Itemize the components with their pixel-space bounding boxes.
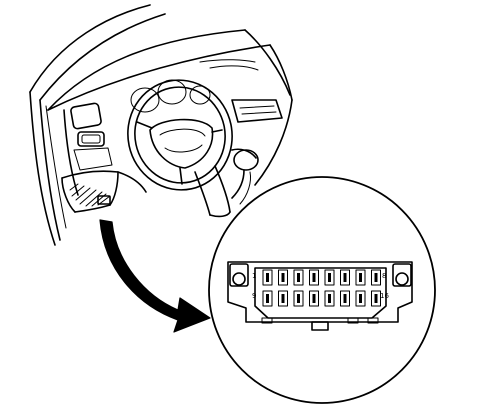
pin-4 (309, 269, 319, 286)
pin-contact-14 (343, 294, 347, 303)
pin-label-1: 1 (252, 272, 256, 280)
pointer-arrow (99, 219, 211, 333)
dashboard-illustration (29, 4, 293, 246)
pin-14 (340, 290, 350, 307)
pin-contact-13 (328, 294, 331, 303)
pin-9 (262, 290, 273, 307)
pin-contact-8 (374, 273, 378, 282)
pin-contact-9 (266, 294, 269, 303)
pin-contact-1 (266, 273, 269, 282)
connector-pins (262, 269, 381, 307)
magnified-view (208, 176, 436, 404)
pin-10 (278, 290, 288, 307)
pin-11 (293, 290, 304, 307)
pin-7 (355, 269, 366, 286)
pin-2 (278, 269, 288, 286)
pin-label-16: 16 (380, 292, 389, 300)
pin-5 (324, 269, 335, 286)
pin-13 (324, 290, 335, 307)
pin-contact-15 (359, 294, 362, 303)
pin-contact-11 (297, 294, 300, 303)
pin-contact-12 (312, 294, 316, 303)
pin-1 (262, 269, 273, 286)
pin-contact-16 (374, 294, 378, 303)
pin-contact-7 (359, 273, 362, 282)
pin-label-9: 9 (252, 292, 256, 300)
pin-3 (293, 269, 304, 286)
pin-6 (340, 269, 350, 286)
pin-contact-6 (343, 273, 347, 282)
pin-15 (355, 290, 366, 307)
pin-contact-3 (297, 273, 300, 282)
pin-contact-5 (328, 273, 331, 282)
pin-label-8: 8 (382, 272, 386, 280)
pin-contact-2 (281, 273, 285, 282)
pin-contact-10 (281, 294, 285, 303)
pin-16 (371, 290, 381, 307)
obd-connector: 1 8 9 16 (227, 261, 413, 331)
pin-12 (309, 290, 319, 307)
pin-8 (371, 269, 381, 286)
pin-contact-4 (312, 273, 316, 282)
